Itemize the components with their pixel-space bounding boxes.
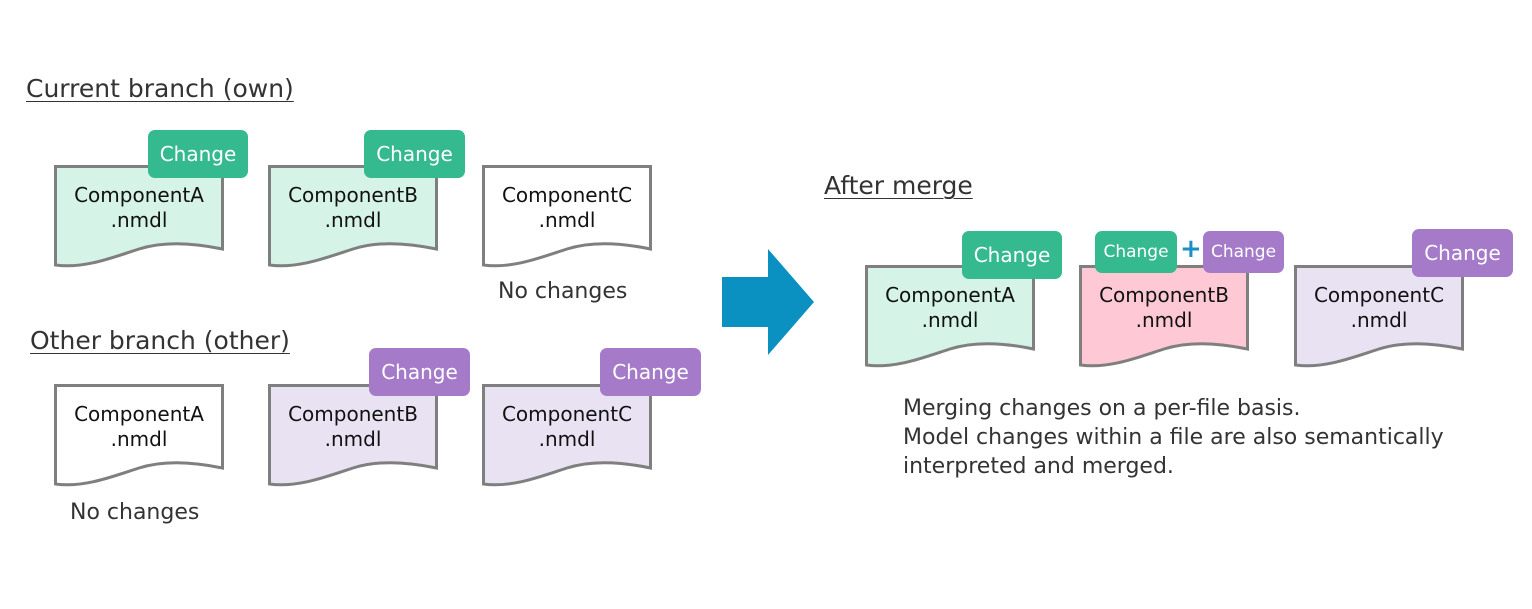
document-icon <box>1294 265 1464 368</box>
own-branch-title: Current branch (own) <box>26 74 294 103</box>
other-branch-title: Other branch (other) <box>30 326 290 355</box>
merged-file-component-c: ComponentC .nmdl <box>1294 265 1464 375</box>
document-icon <box>54 165 224 268</box>
file-name: ComponentA <box>885 283 1015 307</box>
file-name: ComponentC <box>501 183 633 207</box>
file-name: ComponentB <box>288 402 418 426</box>
file-label: ComponentC .nmdl <box>1294 283 1464 333</box>
change-badge: Change <box>600 348 701 396</box>
merged-file-component-a: ComponentA .nmdl <box>865 265 1035 375</box>
change-badge: Change <box>1412 229 1513 277</box>
change-badge-other: Change <box>1203 231 1284 273</box>
file-name: ComponentA <box>74 183 204 207</box>
file-name: ComponentB <box>1099 283 1229 307</box>
file-label: ComponentA .nmdl <box>865 283 1035 333</box>
merged-file-component-b: ComponentB .nmdl <box>1079 265 1249 375</box>
no-changes-note: No changes <box>70 500 200 525</box>
change-badge-own: Change <box>1095 231 1177 273</box>
file-extension: .nmdl <box>538 427 596 451</box>
file-label: ComponentB .nmdl <box>268 402 438 452</box>
file-label: ComponentC .nmdl <box>482 402 652 452</box>
file-label: ComponentA .nmdl <box>54 183 224 233</box>
description-line: interpreted and merged. <box>903 454 1174 479</box>
document-icon <box>1079 265 1249 368</box>
file-label: ComponentB .nmdl <box>268 183 438 233</box>
file-extension: .nmdl <box>1135 308 1193 332</box>
after-merge-title: After merge <box>824 171 973 200</box>
document-icon <box>482 165 652 268</box>
other-file-component-c: ComponentC .nmdl <box>482 384 652 494</box>
description-line: Model changes within a file are also sem… <box>903 425 1444 450</box>
document-icon <box>482 384 652 487</box>
file-name: ComponentB <box>288 183 418 207</box>
own-file-component-b: ComponentB .nmdl <box>268 165 438 275</box>
other-file-component-b: ComponentB .nmdl <box>268 384 438 494</box>
file-name: ComponentA <box>74 402 204 426</box>
document-icon <box>268 165 438 268</box>
change-badge: Change <box>962 231 1062 279</box>
file-extension: .nmdl <box>538 208 596 232</box>
document-icon <box>54 384 224 487</box>
change-badge: Change <box>148 130 248 178</box>
file-extension: .nmdl <box>110 427 168 451</box>
change-badge: Change <box>364 130 465 178</box>
plus-icon: + <box>1180 234 1202 264</box>
no-changes-note: No changes <box>498 279 628 304</box>
description-line: Merging changes on a per-file basis. <box>903 396 1301 421</box>
file-extension: .nmdl <box>324 427 382 451</box>
document-icon <box>865 265 1035 368</box>
own-file-component-c: ComponentC .nmdl <box>482 165 652 275</box>
file-label: ComponentA .nmdl <box>54 402 224 452</box>
file-extension: .nmdl <box>324 208 382 232</box>
file-name: ComponentC <box>501 402 633 426</box>
file-name: ComponentC <box>1313 283 1445 307</box>
file-label: ComponentB .nmdl <box>1079 283 1249 333</box>
file-extension: .nmdl <box>110 208 168 232</box>
merge-description: Merging changes on a per-file basis. Mod… <box>903 394 1444 481</box>
file-extension: .nmdl <box>1350 308 1408 332</box>
document-icon <box>268 384 438 487</box>
arrow-right-icon <box>722 249 814 355</box>
file-label: ComponentC .nmdl <box>482 183 652 233</box>
own-file-component-a: ComponentA .nmdl <box>54 165 224 275</box>
file-extension: .nmdl <box>921 308 979 332</box>
change-badge: Change <box>369 348 470 396</box>
other-file-component-a: ComponentA .nmdl <box>54 384 224 494</box>
